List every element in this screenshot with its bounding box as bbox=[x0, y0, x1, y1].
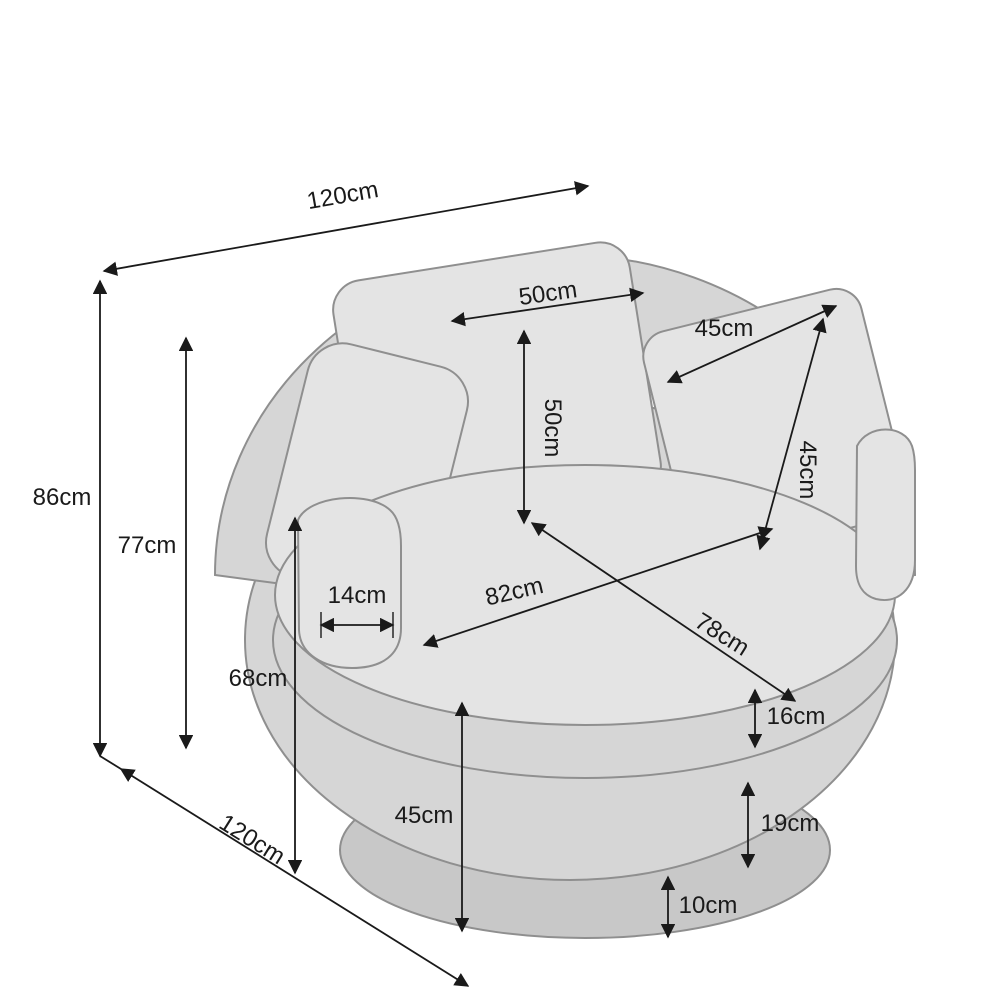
dimension-seat-cushion-thickness: 16cm bbox=[747, 688, 826, 749]
arm-height-label: 68cm bbox=[229, 665, 288, 692]
arm-front-right bbox=[854, 428, 916, 601]
back-height-label: 77cm bbox=[118, 532, 177, 559]
back-cushion-width-arrow bbox=[450, 287, 645, 327]
seat-cushion-thickness-label: 16cm bbox=[767, 703, 826, 730]
overall-width-arrow bbox=[102, 181, 590, 276]
dimension-plinth-height: 10cm bbox=[660, 875, 738, 939]
dimension-back-height: 77cm bbox=[118, 336, 194, 750]
base-section-height-label: 19cm bbox=[761, 810, 820, 837]
dimension-scatter-cushion-height: 45cm bbox=[756, 317, 827, 551]
overall-width-label: 120cm bbox=[305, 176, 381, 215]
overall-height-label: 86cm bbox=[33, 484, 92, 511]
dimension-back-cushion-height: 50cm bbox=[516, 329, 566, 525]
arm-width-label: 14cm bbox=[328, 582, 387, 609]
dimension-base-section-height: 19cm bbox=[740, 781, 820, 869]
seat-depth-arrow bbox=[530, 522, 797, 702]
scatter-cushion-width-label: 45cm bbox=[695, 315, 754, 342]
dimension-overall-height: 86cm bbox=[33, 279, 108, 758]
corner-connector bbox=[99, 755, 122, 770]
dimension-arm-width: 14cm bbox=[319, 582, 395, 638]
dimension-overall-width: 120cm bbox=[102, 176, 590, 276]
seat-height-label: 45cm bbox=[395, 802, 454, 829]
overall-depth-label: 120cm bbox=[214, 809, 289, 870]
overall-depth-arrow bbox=[119, 768, 470, 987]
scatter-cushion-height-arrow bbox=[756, 317, 827, 551]
plinth-height-label: 10cm bbox=[679, 892, 738, 919]
back-cushion-height-label: 50cm bbox=[539, 399, 566, 458]
scatter-cushion-height-label: 45cm bbox=[794, 441, 821, 500]
